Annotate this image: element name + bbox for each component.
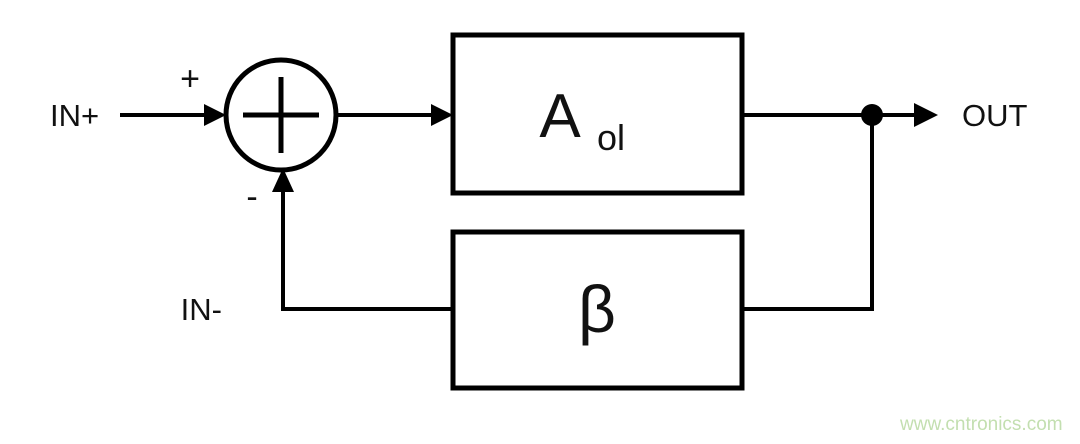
wire-sum-to-forward-block xyxy=(336,104,453,126)
input-label-in-plus: IN+ xyxy=(50,98,99,133)
open-loop-gain-block[interactable]: A ol xyxy=(450,32,745,196)
open-loop-gain-block-label: A xyxy=(539,82,581,151)
open-loop-gain-block-subscript: ol xyxy=(597,117,625,158)
feedback-input-label-in-minus: IN- xyxy=(181,292,222,327)
wire-feedback-block-to-sum xyxy=(272,168,453,311)
sum-positive-sign-label: + xyxy=(180,60,200,98)
watermark-text: www.cntronics.com xyxy=(899,414,1063,435)
sum-negative-sign-label: - xyxy=(246,178,257,216)
input-wire-in-plus xyxy=(120,104,226,126)
feedback-factor-block[interactable]: β xyxy=(450,229,745,391)
open-loop-gain-block-rect xyxy=(450,32,745,196)
feedback-factor-block-rect xyxy=(450,229,745,391)
summing-junction[interactable] xyxy=(223,57,339,173)
wire-output-to-feedback-block xyxy=(742,115,874,311)
output-junction-dot[interactable] xyxy=(861,104,883,126)
output-label-out: OUT xyxy=(962,98,1028,133)
arrow-head-into-sum xyxy=(204,104,226,126)
arrow-head-into-forward-block xyxy=(431,104,453,126)
arrow-head-into-sum-negative xyxy=(272,168,294,192)
feedback-factor-block-label: β xyxy=(578,272,616,346)
arrow-head-out xyxy=(914,103,938,127)
wire-forward-block-to-output xyxy=(742,103,938,127)
